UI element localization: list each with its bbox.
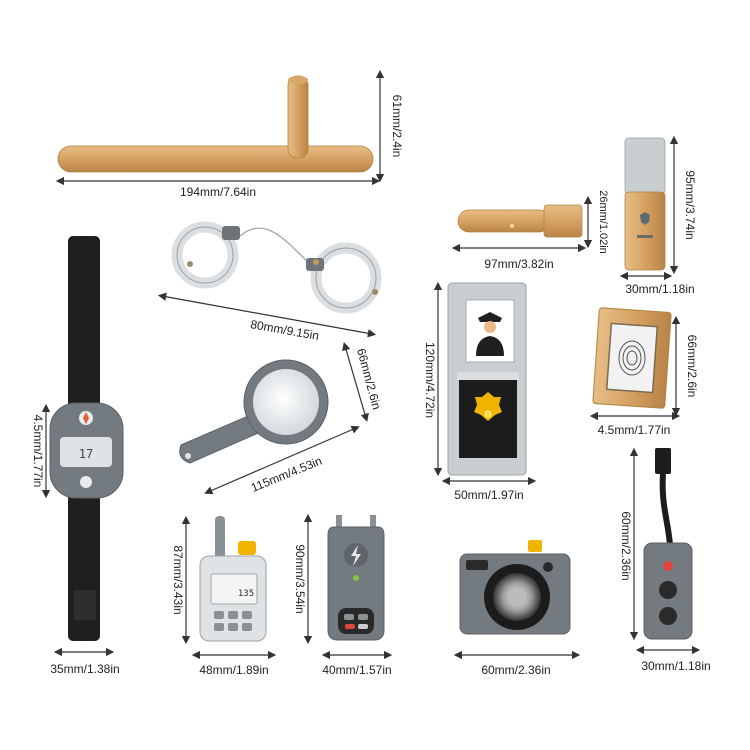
badge-height-label: 120mm/4.72in	[423, 342, 437, 418]
camera-width-label: 60mm/2.36in	[481, 663, 550, 677]
taser-height-label: 90mm/3.54in	[293, 544, 307, 613]
lightning-bolt-icon	[351, 545, 361, 566]
radio-width-label: 48mm/1.89in	[199, 663, 268, 677]
fingerprint-icon	[618, 340, 646, 376]
frame-height-label: 66mm/2.6in	[685, 335, 699, 398]
handcuffs	[171, 221, 382, 314]
badge-holder	[447, 282, 527, 476]
frame-width-label: 4.5mm/1.77in	[598, 423, 671, 437]
handcuffs-length-line	[157, 292, 377, 338]
watch-height-label: 4.5mm/1.77in	[31, 415, 45, 488]
taser	[327, 515, 385, 641]
fingerprint-frame	[592, 307, 672, 409]
flashlight	[624, 137, 666, 271]
camera	[459, 540, 571, 635]
walkie-talkie: 135	[199, 516, 267, 642]
police-officer-icon	[476, 312, 504, 356]
magnifier-length-line	[204, 425, 360, 495]
magnifier-length-label: 115mm/4.53in	[249, 454, 324, 495]
magnifying-glass	[179, 359, 329, 464]
handcuffs-length-label: 80mm/9.15in	[249, 317, 320, 343]
badge-star-icon	[474, 392, 502, 421]
flashlight-width-label: 30mm/1.18in	[625, 282, 694, 296]
radio-height-label: 87mm/3.43in	[171, 545, 185, 614]
magnifier-height-line	[342, 341, 369, 423]
remote-control	[643, 448, 693, 640]
baton-length-label: 194mm/7.64in	[180, 185, 256, 199]
whistle	[457, 204, 583, 238]
whistle-height-label: 26mm/1.02in	[597, 190, 609, 254]
flashlight-height-label: 95mm/3.74in	[683, 170, 697, 239]
remote-width-label: 30mm/1.18in	[641, 659, 710, 673]
police-shield-icon	[640, 212, 650, 225]
baton-height-label: 61mm/2.4in	[390, 95, 404, 158]
watch: 17	[49, 236, 124, 641]
whistle-length-label: 97mm/3.82in	[484, 257, 553, 271]
watch-width-label: 35mm/1.38in	[50, 662, 119, 676]
radio-readout: 135	[238, 589, 254, 599]
watch-readout: 17	[79, 447, 93, 461]
badge-width-label: 50mm/1.97in	[454, 488, 523, 502]
remote-height-label: 60mm/2.36in	[619, 511, 633, 580]
taser-width-label: 40mm/1.57in	[322, 663, 391, 677]
baton	[57, 75, 374, 173]
magnifier-height-label: 66mm/2.6in	[354, 347, 384, 411]
